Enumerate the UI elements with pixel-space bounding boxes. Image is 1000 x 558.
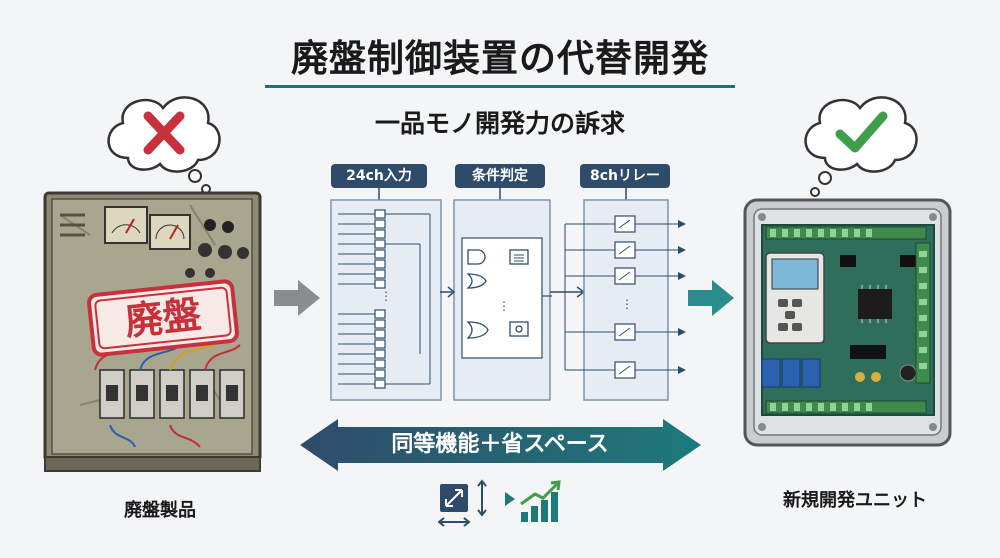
teal-arrow: [688, 280, 734, 316]
input-panel-tag: 24ch入力: [331, 164, 427, 188]
input-to-logic-arrow: [440, 286, 456, 298]
page-title: 廃盤制御装置の代替開発: [291, 37, 709, 80]
resize-icon: [438, 479, 487, 527]
relay-panel-tag: 8chリレー: [580, 164, 670, 188]
grey-arrow: [274, 280, 320, 316]
logic-panel: ⋮: [453, 188, 552, 401]
svg-text:⋮: ⋮: [498, 299, 510, 313]
small-play-arrow: [505, 492, 515, 506]
page-subtitle: 一品モノ開発力の訴求: [374, 109, 625, 138]
cross-icon: [143, 111, 185, 155]
input-panel: ⋮: [330, 188, 442, 401]
new-unit-caption: 新規開発ユニット: [783, 490, 927, 511]
svg-text:⋮: ⋮: [621, 297, 633, 311]
old-product-caption: 廃盤製品: [124, 500, 196, 521]
svg-text:⋮: ⋮: [380, 289, 392, 303]
discontinued-stamp: 廃盤: [85, 277, 241, 358]
growth-chart-icon: [520, 480, 561, 522]
title-underline: [265, 85, 735, 88]
check-icon: [835, 111, 888, 153]
new-thought-bubble: [804, 96, 918, 197]
logic-panel-tag: 条件判定: [455, 164, 545, 188]
stamp-frame: [87, 279, 239, 357]
relay-panel: ⋮: [564, 188, 686, 401]
benefit-banner: [300, 419, 701, 471]
benefit-banner-text: 同等機能＋省スペース: [391, 432, 609, 457]
new-unit-enclosure: [743, 198, 952, 447]
old-thought-bubble: [107, 96, 221, 194]
